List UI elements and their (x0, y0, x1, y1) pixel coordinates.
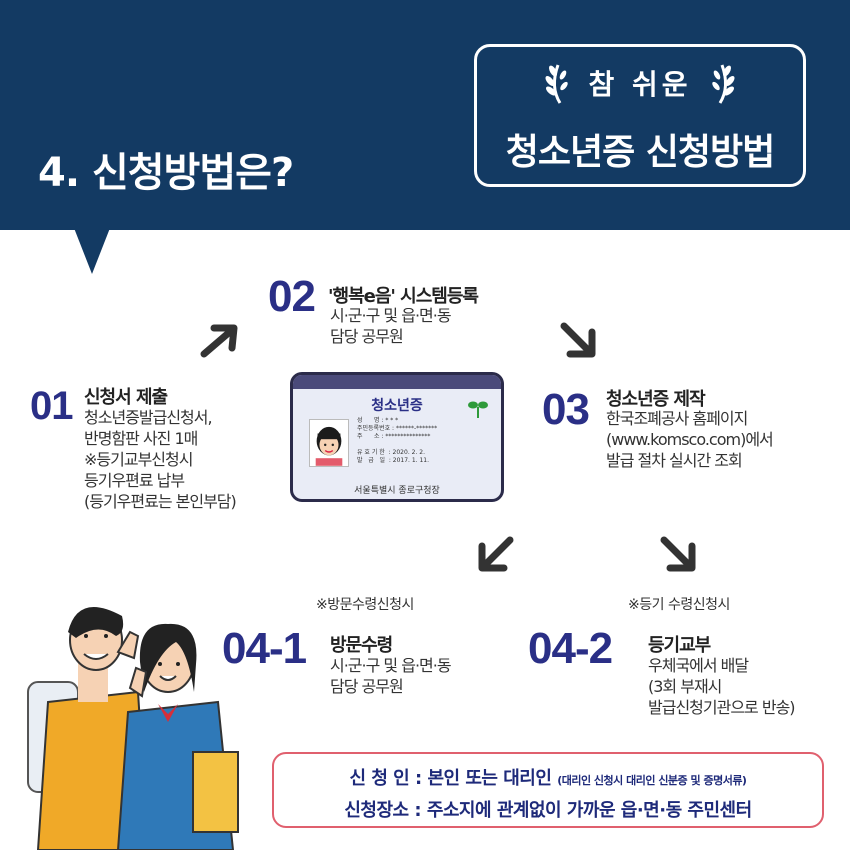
badge-title: 청소년증 신청방법 (505, 132, 776, 173)
info-box: 신 청 인 : 본인 또는 대리인 (대리인 신청시 대리인 신분증 및 증명서… (272, 752, 824, 828)
arrow-down-right-icon (660, 536, 696, 572)
step-01-desc: 청소년증발급신청서, 반명함판 사진 1매 ※등기교부신청시 등기우편료 납부 … (84, 408, 237, 511)
step-02-desc: 시·군·구 및 읍·면·동 담당 공무원 (330, 306, 452, 346)
speech-tail (74, 228, 110, 274)
step-03-number: 03 (542, 385, 590, 434)
step-03-desc: 한국조폐공사 홈페이지 (www.komsco.com)에서 발급 절차 실시간… (606, 409, 774, 470)
step-04-1-number: 04-1 (222, 624, 307, 673)
step-04-2-number: 04-2 (528, 624, 613, 673)
applicant-line: 신 청 인 : 본인 또는 대리인 (대리인 신청시 대리인 신분증 및 증명서… (274, 764, 822, 790)
arrow-up-right-icon (200, 324, 238, 358)
step-04-2-title: 등기교부 (648, 635, 711, 656)
arrow-down-left-icon (478, 536, 514, 572)
page-title: 4. 신청방법은? (38, 150, 294, 196)
applicant-label: 신 청 인 : 본인 또는 대리인 (349, 768, 552, 789)
arrow-down-right-icon (560, 322, 596, 358)
card-photo (309, 419, 349, 467)
step-04-1-desc: 시·군·구 및 읍·면·동 담당 공무원 (330, 656, 452, 696)
laurel-left-icon (545, 64, 569, 104)
laurel-right-icon (711, 64, 735, 104)
card-title: 청소년증 (371, 398, 423, 414)
step-01-title: 신청서 제출 (84, 387, 168, 408)
step-02-title: '행복e음' 시스템등록 (328, 286, 479, 307)
youth-id-card: 청소년증 성 명 : * * * 주민등록번호 : ******-*******… (290, 372, 504, 502)
badge-subtitle: 참 쉬운 (588, 68, 692, 101)
students-illustration (27, 607, 239, 850)
card-info-lines: 성 명 : * * * 주민등록번호 : ******-******* 주 소 … (357, 417, 438, 464)
step-04-1-title: 방문수령 (330, 635, 393, 656)
application-place: 신청장소 : 주소지에 관계없이 가까운 읍·면·동 주민센터 (344, 800, 752, 821)
step-04-2-desc: 우체국에서 배달 (3회 부재시 발급신청기관으로 반송) (648, 656, 796, 717)
title-badge: 참 쉬운 청소년증 신청방법 (474, 44, 806, 187)
header-banner (0, 0, 850, 230)
sprout-icon (468, 401, 488, 418)
step-03-title: 청소년증 제작 (606, 389, 706, 410)
badge-top-row: 참 쉬운 (477, 63, 803, 104)
step-04-1-note: ※방문수령신청시 (316, 597, 414, 613)
step-04-2-note: ※등기 수령신청시 (628, 597, 730, 613)
step-01-number: 01 (30, 384, 73, 428)
applicant-note: (대리인 신청시 대리인 신분증 및 증명서류) (557, 774, 747, 787)
card-top-bar (293, 375, 501, 389)
step-02-number: 02 (268, 272, 316, 321)
card-issuer: 서울특별시 종로구청장 (354, 486, 440, 496)
